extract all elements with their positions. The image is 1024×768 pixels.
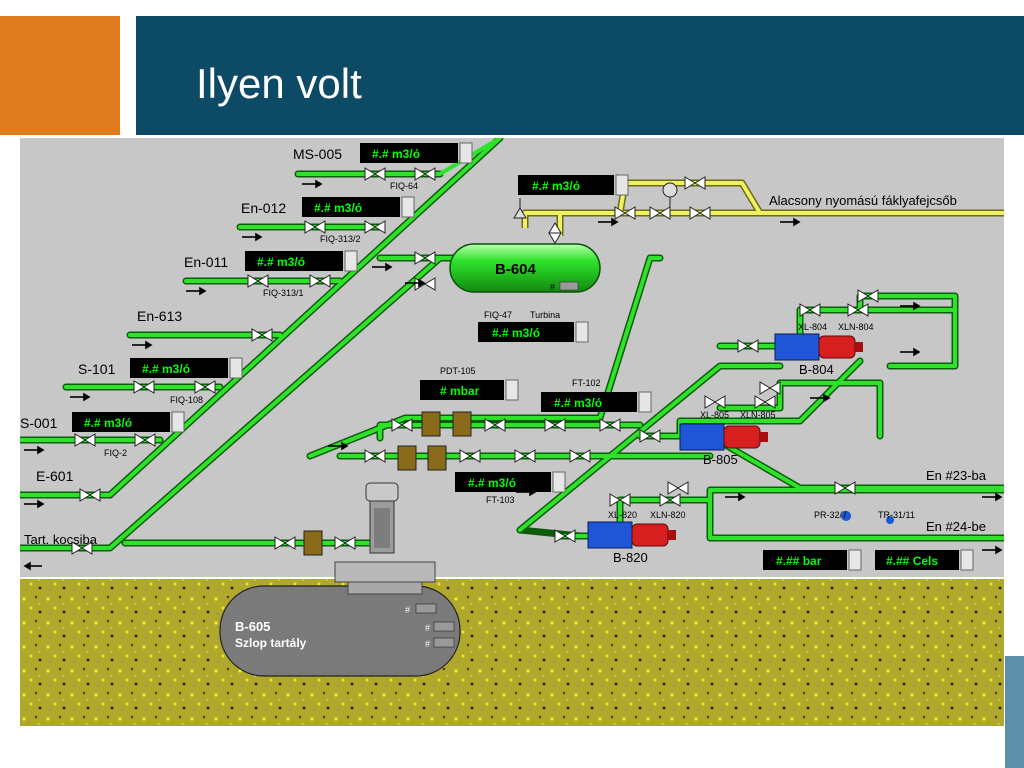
display-ft103: #.# m3/ó xyxy=(455,471,566,493)
tank-b605-hash-1: # xyxy=(405,605,410,615)
scada-screen: B-604 # B-605 Szlop tartály # # # xyxy=(20,138,1004,726)
display-ms005: #.# m3/ó xyxy=(360,142,473,164)
label-fiq64: FIQ-64 xyxy=(390,181,418,191)
tank-b605-hash-2: # xyxy=(425,623,430,633)
svg-text:#.# m3/ó: #.# m3/ó xyxy=(554,396,602,410)
svg-text:#.# m3/ó: #.# m3/ó xyxy=(468,476,516,490)
label-tart-kocsiba: Tart. kocsiba xyxy=(24,532,98,547)
label-ft102: FT-102 xyxy=(572,378,601,388)
label-s101: S-101 xyxy=(78,361,116,377)
tank-b604-level-indicator xyxy=(559,281,579,291)
label-b820: B-820 xyxy=(613,550,648,565)
label-xln804: XLN-804 xyxy=(838,322,874,332)
svg-text:# mbar: # mbar xyxy=(440,384,480,398)
label-turbina: Turbina xyxy=(530,310,560,320)
tank-b604-label: B-604 xyxy=(495,261,537,278)
svg-text:#.# m3/ó: #.# m3/ó xyxy=(84,416,132,430)
svg-text:#.# m3/ó: #.# m3/ó xyxy=(372,147,420,161)
label-fiq3132: FIQ-313/2 xyxy=(320,234,361,244)
tank-b605-desc: Szlop tartály xyxy=(235,636,307,650)
valves[interactable] xyxy=(71,167,879,555)
label-xln820: XLN-820 xyxy=(650,510,686,520)
pump-b805[interactable] xyxy=(679,423,768,451)
sensors xyxy=(841,511,895,524)
svg-text:#.# m3/ó: #.# m3/ó xyxy=(257,255,305,269)
label-ft103: FT-103 xyxy=(486,495,515,505)
gas-pipe xyxy=(521,179,1004,236)
readouts: #.# m3/ó #.# m3/ó #.# m3/ó #.# m3/ó #.# … xyxy=(72,142,974,571)
svg-text:#.# m3/ó: #.# m3/ó xyxy=(532,179,580,193)
label-s001: S-001 xyxy=(20,415,58,431)
label-en011: En-011 xyxy=(184,254,228,270)
label-xl805: XL-805 xyxy=(700,410,729,420)
process-diagram: B-604 # B-605 Szlop tartály # # # xyxy=(20,138,1004,726)
label-fiq108: FIQ-108 xyxy=(170,395,203,405)
slide-title: Ilyen volt xyxy=(196,60,362,107)
label-fiq2: FIQ-2 xyxy=(104,448,127,458)
ground-area xyxy=(20,578,1004,726)
pump-b804[interactable] xyxy=(774,333,863,361)
relief-valve[interactable] xyxy=(513,198,527,219)
display-s101: #.# m3/ó xyxy=(130,357,243,379)
slide-header-bar xyxy=(136,16,1024,135)
label-b805: B-805 xyxy=(703,452,738,467)
svg-text:#.## bar: #.## bar xyxy=(776,554,822,568)
display-s001: #.# m3/ó xyxy=(72,411,185,433)
pump-b820[interactable] xyxy=(587,521,676,549)
label-b804: B-804 xyxy=(799,362,834,377)
label-fiq47: FIQ-47 xyxy=(484,310,512,320)
label-pr327: PR-32/7 xyxy=(814,510,847,520)
label-flare-header: Alacsony nyomású fáklyafejcsőb xyxy=(769,193,957,208)
tank-b605[interactable]: B-605 Szlop tartály # # # xyxy=(219,585,461,677)
tank-b604[interactable]: B-604 # xyxy=(449,243,601,293)
display-ft102: #.# m3/ó xyxy=(541,391,652,413)
orange-accent-block xyxy=(0,16,120,135)
label-en23: En #23-ba xyxy=(926,468,987,483)
label-pdt105: PDT-105 xyxy=(440,366,476,376)
svg-text:#.# m3/ó: #.# m3/ó xyxy=(142,362,190,376)
display-en012: #.# m3/ó xyxy=(302,196,415,218)
display-pdt105: # mbar xyxy=(420,379,519,401)
tank-b605-label: B-605 xyxy=(235,619,270,634)
tank-b604-level-label: # xyxy=(550,282,555,292)
tank-b605-hash-3: # xyxy=(425,639,430,649)
label-en012: En-012 xyxy=(241,200,286,216)
label-xl820: XL-820 xyxy=(608,510,637,520)
display-fiq47: #.# m3/ó xyxy=(478,321,589,343)
label-xln805: XLN-805 xyxy=(740,410,776,420)
display-tr3111: #.## Cels xyxy=(875,549,974,571)
svg-text:#.# m3/ó: #.# m3/ó xyxy=(314,201,362,215)
svg-text:#.# m3/ó: #.# m3/ó xyxy=(492,326,540,340)
display-flare: #.# m3/ó xyxy=(518,174,629,196)
display-pr327: #.## bar xyxy=(763,549,862,571)
display-en011: #.# m3/ó xyxy=(245,250,358,272)
right-accent-bar xyxy=(1005,656,1024,768)
pressure-regulator[interactable] xyxy=(662,182,678,213)
label-xl804: XL-804 xyxy=(798,322,827,332)
label-tr3111: TR-31/11 xyxy=(878,510,915,520)
pump-pedestal xyxy=(334,482,436,595)
label-e601: E-601 xyxy=(36,468,74,484)
label-ms005: MS-005 xyxy=(293,146,342,162)
svg-text:#.## Cels: #.## Cels xyxy=(886,554,938,568)
label-en613: En-613 xyxy=(137,308,182,324)
filters xyxy=(303,411,472,556)
label-en24: En #24-be xyxy=(926,519,986,534)
label-fiq3131: FIQ-313/1 xyxy=(263,288,304,298)
